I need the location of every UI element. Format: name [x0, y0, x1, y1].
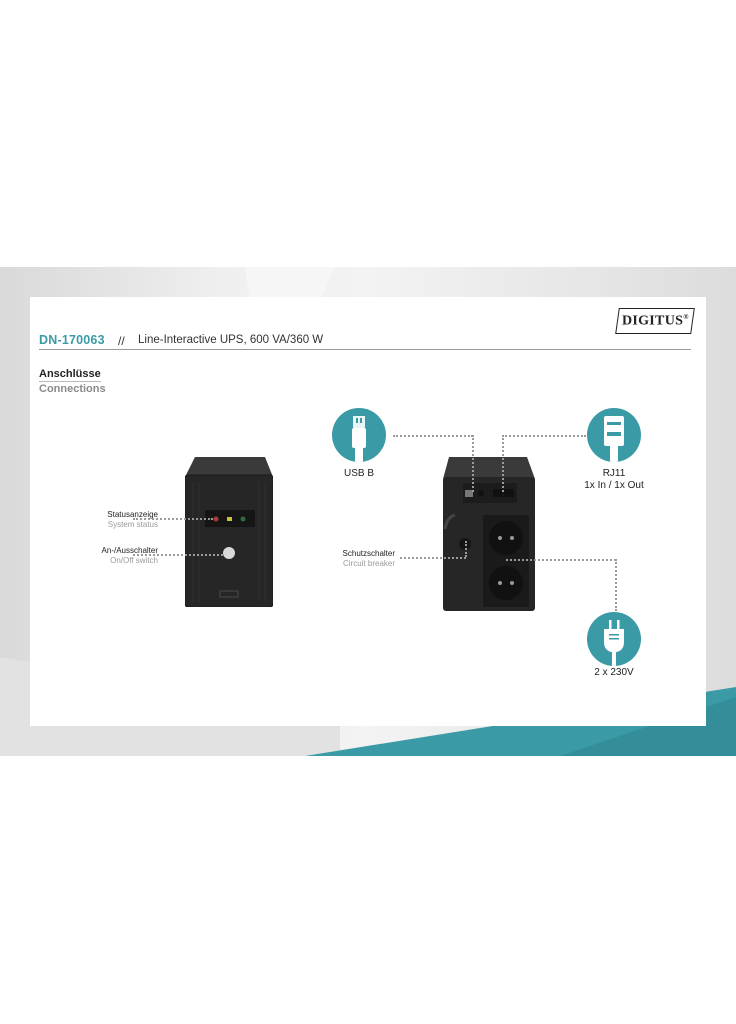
- background-facet: [245, 267, 335, 297]
- ups-front-image: [185, 457, 273, 607]
- rj11-icon: [587, 408, 641, 462]
- registered-mark: ®: [682, 312, 689, 321]
- power-plug-icon: [587, 612, 641, 666]
- header-divider: [39, 349, 691, 350]
- usb-b-icon: [332, 408, 386, 462]
- title-separator: //: [118, 334, 125, 348]
- model-number: DN-170063: [39, 333, 105, 347]
- power-outlets-label: 2 x 230V: [594, 667, 634, 678]
- callout-line-breaker-vertical: [465, 541, 467, 557]
- callout-line-rj11: [502, 435, 586, 437]
- status-indicator-label: Statusanzeige System status: [107, 510, 158, 529]
- product-title: Line-Interactive UPS, 600 VA/360 W: [138, 334, 324, 346]
- section-title-en: Connections: [39, 383, 106, 395]
- callout-line-outlets: [506, 559, 616, 561]
- logo-text: DIGITUS: [621, 313, 683, 329]
- ups-back-image: [443, 457, 535, 611]
- callout-line-switch: [133, 554, 223, 556]
- callout-line-rj11-vertical: [502, 435, 504, 492]
- digitus-logo: DIGITUS®: [615, 308, 695, 334]
- rj11-label: RJ11 1x In / 1x Out: [584, 468, 644, 491]
- usb-b-label: USB B: [343, 468, 374, 479]
- callout-line-usb-vertical: [472, 435, 474, 492]
- datasheet-card: DN-170063 // Line-Interactive UPS, 600 V…: [30, 297, 706, 726]
- circuit-breaker-label: Schutzschalter Circuit breaker: [342, 549, 395, 568]
- callout-line-outlets-vertical: [615, 559, 617, 611]
- callout-line-usb: [393, 435, 473, 437]
- section-title-de: Anschlüsse: [39, 368, 101, 382]
- callout-line-status: [133, 518, 213, 520]
- callout-line-breaker: [400, 557, 466, 559]
- power-switch-label: An-/Ausschalter On/Off switch: [101, 546, 158, 565]
